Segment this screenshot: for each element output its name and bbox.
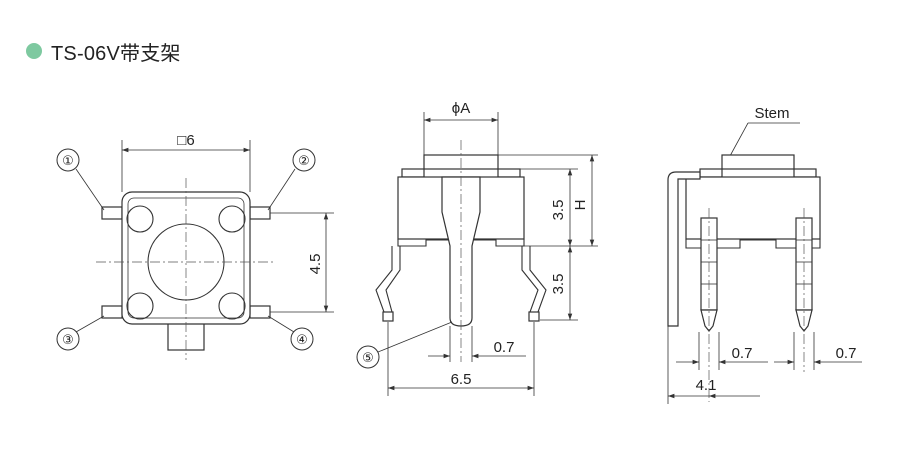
dim-overall-width-label: 6.5 [451,371,472,388]
bracket-callout-5-label: ⑤ [362,350,374,365]
stem-label: Stem [754,105,789,122]
page-title: TS-06V带支架 [51,42,181,65]
top-view: □6 4.5 ① ② ③ ④ [56,132,334,360]
corner-post-bl [126,292,154,320]
pin-tab-top-left [101,206,123,220]
dim-lead-width-label: 0.7 [494,339,515,356]
dim-lead-length-label: 3.5 [550,274,567,295]
corner-post-br [218,292,246,320]
lead-foot-left [382,311,394,322]
corner-post-tl [126,205,154,233]
pin-tab-bottom-right [249,305,271,319]
bracket-callout-5 [356,345,380,369]
pin-callout-3-label: ③ [62,332,74,347]
side-top-tab-left [699,168,723,178]
dim-diameter-label: ϕA [452,100,470,117]
pin-tab-bottom-left [101,305,123,319]
pin-callout-4 [290,327,314,351]
side-bracket [667,171,701,327]
dim-side-lead-left-label: 0.7 [732,345,753,362]
dim-stem-height-label: H [572,200,589,211]
pin-callout-3 [56,327,80,351]
side-top-tab-right [793,168,817,178]
dim-body-height-label: 3.5 [550,200,567,221]
side-view: Stem 0.7 0 [667,105,862,404]
pin-callout-4-label: ④ [296,332,308,347]
pin-tab-top-right [249,206,271,220]
pin-callout-2 [292,148,316,172]
lead-foot-right [528,311,540,322]
header: TS-06V带支架 [26,38,181,65]
pin-callout-1-label: ① [62,153,74,168]
dim-side-lead-right-label: 0.7 [836,345,857,362]
bullet-dot-icon [26,43,42,59]
top-tab-left [401,168,425,178]
pin-callout-2-label: ② [298,153,310,168]
front-view: ϕA 3.5 H 3.5 [356,100,598,396]
dim-width-label: □6 [177,132,194,149]
dim-side-depth-label: 4.1 [696,377,717,394]
side-actuator [721,154,795,170]
corner-post-tr [218,205,246,233]
top-tab-right [497,168,521,178]
pin-callout-1 [56,148,80,172]
dim-pitch-label: 4.5 [307,254,324,275]
